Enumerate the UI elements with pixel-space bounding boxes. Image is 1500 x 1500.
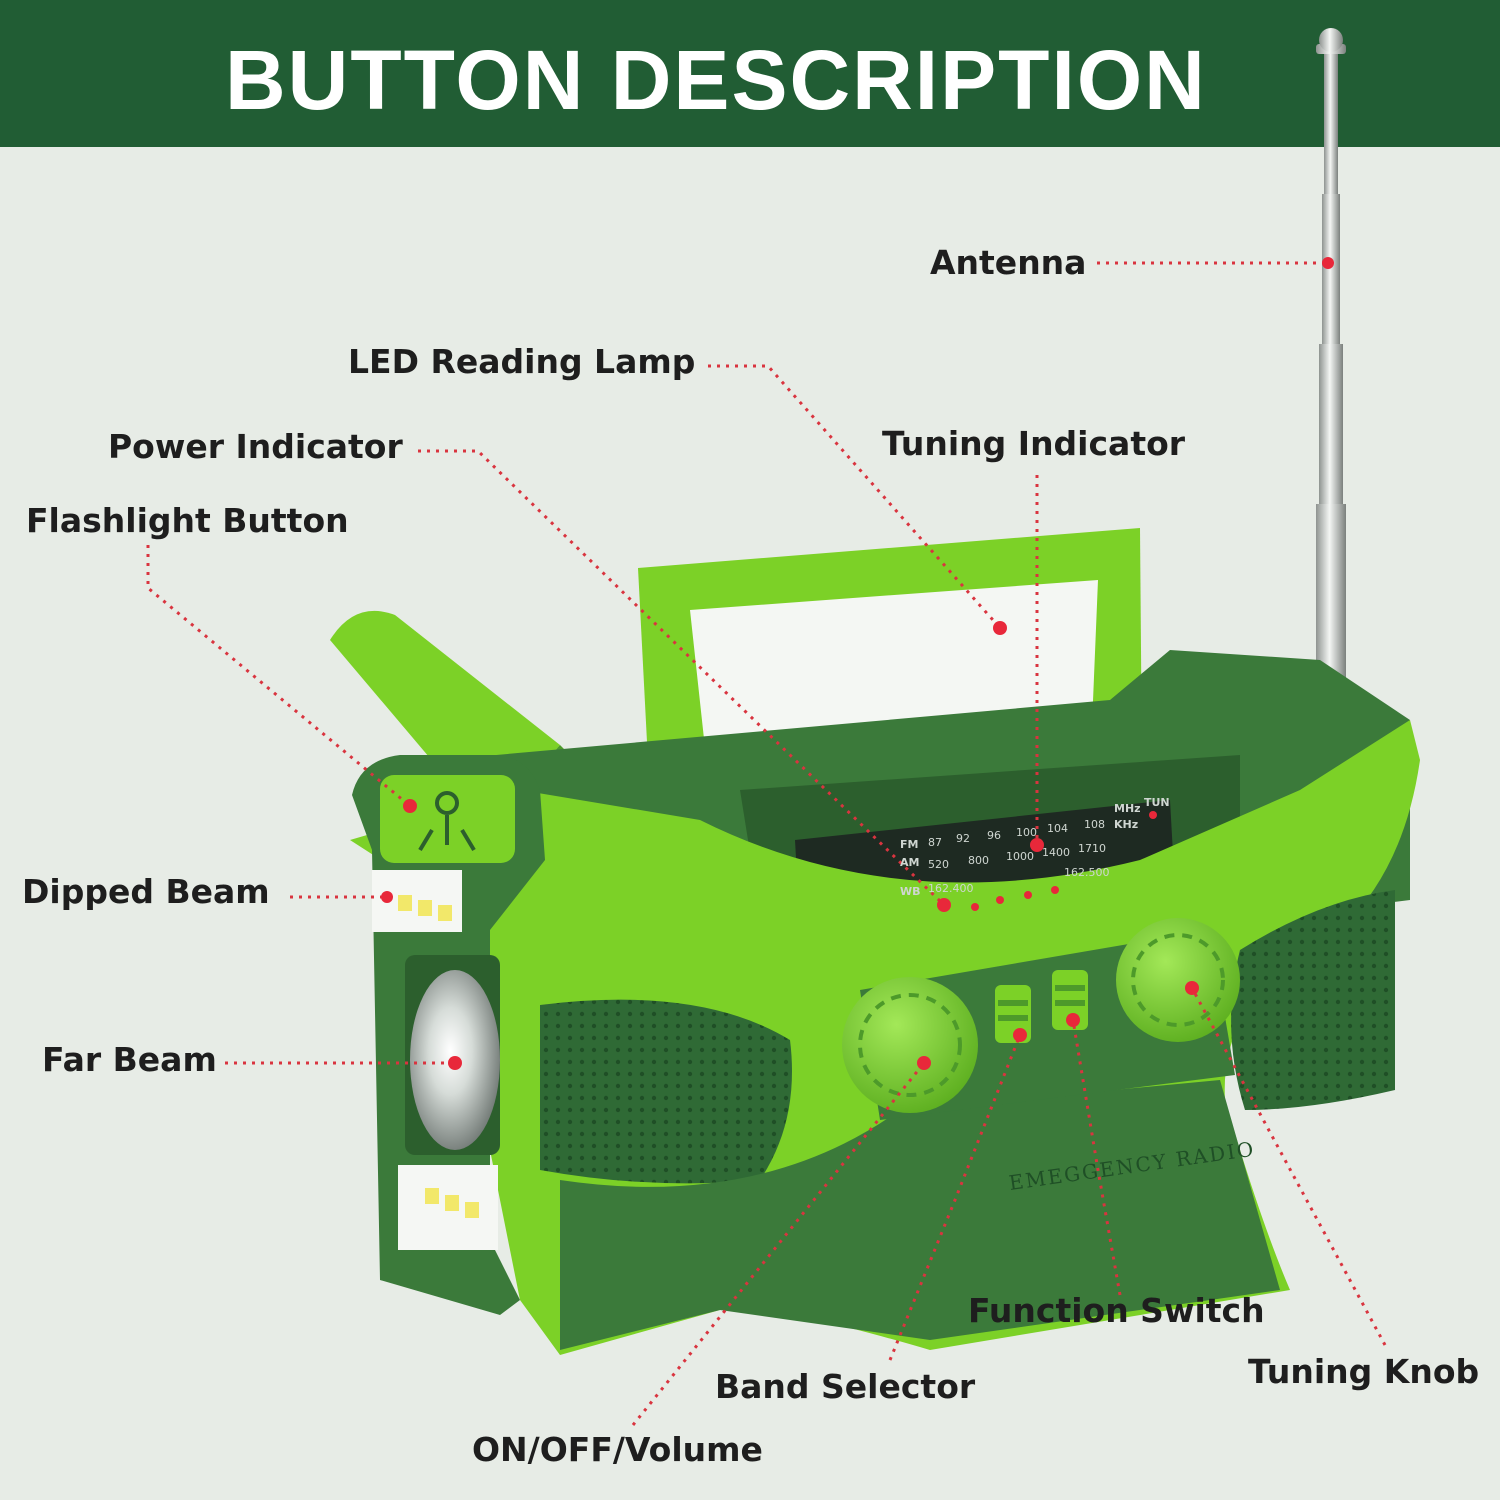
dial-wb-tick: 162.500 bbox=[1064, 866, 1110, 879]
volume-knob[interactable] bbox=[842, 977, 978, 1113]
dial-fm-tick: 92 bbox=[956, 832, 970, 845]
callout-led-reading-lamp: LED Reading Lamp bbox=[348, 342, 696, 381]
callout-power-indicator: Power Indicator bbox=[108, 427, 403, 466]
dial-wb-label: WB bbox=[900, 885, 921, 898]
callout-flashlight-button: Flashlight Button bbox=[26, 501, 349, 540]
callout-tuning-knob: Tuning Knob bbox=[1248, 1352, 1480, 1391]
callout-on-off-volume: ON/OFF/Volume bbox=[472, 1430, 763, 1469]
leader-on-off-volume bbox=[631, 1062, 926, 1426]
dial-fm-tick: 87 bbox=[928, 836, 942, 849]
leader-band-selector bbox=[888, 1034, 1022, 1361]
dial-fm-tick: 96 bbox=[987, 829, 1001, 842]
dial-am-tick: 1710 bbox=[1078, 842, 1106, 855]
dial-am-tick: 520 bbox=[928, 858, 949, 871]
leader-function-switch bbox=[1071, 1019, 1122, 1296]
tuning-knob[interactable] bbox=[1116, 918, 1240, 1042]
callout-tuning-indicator: Tuning Indicator bbox=[882, 424, 1186, 463]
dial-am-label: AM bbox=[900, 856, 919, 869]
leader-power-indicator bbox=[418, 449, 946, 907]
callout-band-selector: Band Selector bbox=[715, 1367, 976, 1406]
lower-beam-leds bbox=[398, 1165, 498, 1250]
dial-fm-tick: 100 bbox=[1016, 826, 1037, 839]
leader-points bbox=[381, 257, 1334, 1070]
page-title: BUTTON DESCRIPTION bbox=[225, 33, 1207, 127]
dial-am-tick: 800 bbox=[968, 854, 989, 867]
dial-wb-tick: 162.400 bbox=[928, 882, 974, 895]
flashlight-button[interactable] bbox=[380, 775, 515, 863]
dial-am-tick: 1400 bbox=[1042, 846, 1070, 859]
header-bar: BUTTON DESCRIPTION bbox=[0, 0, 1500, 147]
callout-dipped-beam: Dipped Beam bbox=[22, 872, 270, 911]
far-beam-lens bbox=[405, 955, 500, 1155]
callout-far-beam: Far Beam bbox=[42, 1040, 217, 1079]
function-switch[interactable] bbox=[1052, 970, 1088, 1030]
leader-led-reading-lamp bbox=[708, 364, 1002, 629]
dial-am-tick: 1000 bbox=[1006, 850, 1034, 863]
callout-antenna: Antenna bbox=[930, 243, 1087, 282]
dial-fm-label: FM bbox=[900, 838, 918, 851]
leader-flashlight-button bbox=[146, 545, 411, 808]
callout-function-switch: Function Switch bbox=[968, 1291, 1265, 1330]
antenna bbox=[1316, 28, 1346, 694]
dial-tun-label: TUN bbox=[1144, 796, 1170, 809]
dial-khz-label: KHz bbox=[1114, 818, 1138, 831]
dial-mhz-label: MHz bbox=[1114, 802, 1141, 815]
dial-fm-tick: 108 bbox=[1084, 818, 1105, 831]
leader-lines bbox=[146, 261, 1387, 1426]
dial-fm-tick: 104 bbox=[1047, 822, 1068, 835]
